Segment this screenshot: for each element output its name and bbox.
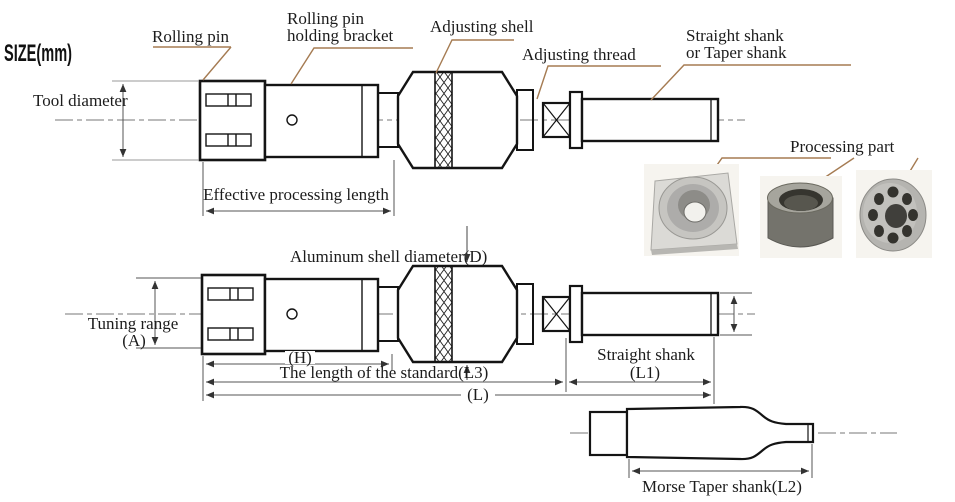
straight-shank-label-2: (L1) xyxy=(630,363,660,382)
holding-bracket-body xyxy=(263,83,380,159)
processing-part-section: Processing part xyxy=(644,137,932,258)
adjusting-shell-body xyxy=(396,70,519,170)
collar xyxy=(568,90,584,150)
photo-bushing-part xyxy=(760,176,842,258)
knurl-band xyxy=(434,71,453,169)
top-diagram xyxy=(55,70,745,170)
morse-pilot xyxy=(588,410,629,457)
flange-holes xyxy=(868,186,918,244)
tool-diameter-label: Tool diameter xyxy=(33,91,128,110)
holding-bracket-label-2: holding bracket xyxy=(287,26,393,45)
h-label-bg xyxy=(285,351,315,364)
photo-flange-part xyxy=(856,170,932,258)
straight-shank-label-1: Straight shank xyxy=(597,345,695,364)
straight-shank-body-2 xyxy=(580,291,720,337)
l-label-bg xyxy=(461,387,495,401)
holding-bracket-label-1: Rolling pin xyxy=(287,9,364,28)
bracket-pin-hole-2 xyxy=(286,308,298,320)
tuning-range-label-1: Tuning range xyxy=(88,314,179,333)
thread-cross-2 xyxy=(542,296,571,332)
rolling-pin-head xyxy=(198,79,267,162)
rolling-pin-head-2 xyxy=(200,273,267,356)
rolling-pin-label: Rolling pin xyxy=(152,27,229,46)
holding-bracket-body-2 xyxy=(263,277,380,353)
top-dimensions xyxy=(112,80,395,216)
dim-h-label: (H) xyxy=(288,348,312,367)
effective-length-label: Effective processing length xyxy=(203,185,389,204)
shell-step xyxy=(516,89,534,151)
aluminum-shell-label: Aluminum shell diameter(D) xyxy=(290,247,487,266)
top-labels: Rolling pin Rolling pin holding bracket … xyxy=(152,9,851,101)
dim-l3-label: The length of the standard(L3) xyxy=(280,363,489,382)
leader-lines-top xyxy=(153,39,851,101)
bracket-pin-hole xyxy=(286,114,298,126)
thread-cross xyxy=(542,102,571,138)
shell-step-2 xyxy=(516,283,534,345)
collar-2 xyxy=(568,284,584,344)
processing-part-label: Processing part xyxy=(790,137,895,156)
morse-body xyxy=(625,405,815,461)
page-title: SIZE(mm) xyxy=(4,40,72,67)
morse-taper-label: Morse Taper shank(L2) xyxy=(642,477,802,496)
adjusting-shell-label: Adjusting shell xyxy=(430,17,534,36)
morse-taper-diagram xyxy=(570,405,897,461)
adjusting-thread-label: Adjusting thread xyxy=(522,45,636,64)
photo-plate-part xyxy=(644,164,739,256)
shank-label-2: or Taper shank xyxy=(686,43,787,62)
morse-dimensions xyxy=(628,444,813,478)
shank-label-1: Straight shank xyxy=(686,26,784,45)
middle-diagram xyxy=(65,264,755,364)
adjusting-shell-body-2 xyxy=(396,264,519,364)
rolling-pin-slots-2 xyxy=(207,287,254,341)
rolling-pin-slots xyxy=(205,93,252,147)
straight-shank-body xyxy=(580,97,720,143)
dim-l-label: (L) xyxy=(467,385,489,404)
tuning-range-label-2: (A) xyxy=(122,331,146,350)
knurl-band-2 xyxy=(434,265,453,363)
